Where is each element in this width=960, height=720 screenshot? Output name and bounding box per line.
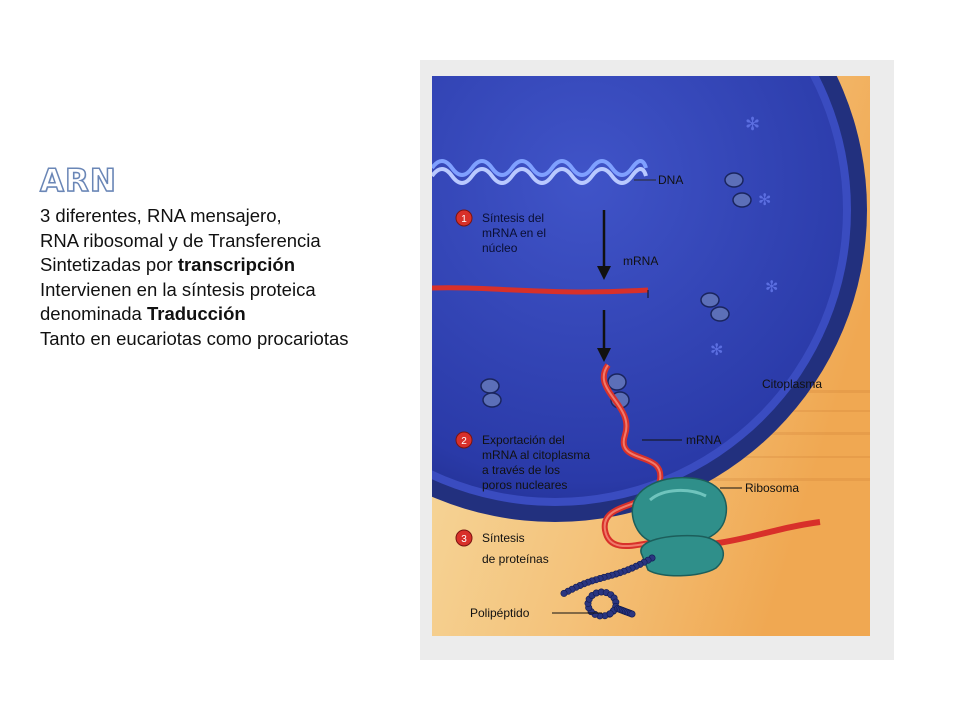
ribosome-label: Ribosoma [745, 481, 799, 495]
step-1: 1 Síntesis del mRNA en el núcleo [455, 209, 546, 255]
step-1-line-2: mRNA en el [482, 226, 546, 240]
step-1-line-1: Síntesis del [482, 211, 544, 225]
bullet-line-5-text: denominada [40, 303, 147, 324]
nucleus-decoration-4: ✻ [710, 342, 723, 359]
nucleus-decoration-3: ✻ [765, 279, 778, 296]
cytoplasm-label: Citoplasma [762, 377, 822, 391]
mrna-figure: ✻ ✻ ✻ ✻ DNA mRNA [420, 60, 894, 660]
bullet-line-5: denominada Traducción [40, 302, 349, 327]
bullet-line-5-bold: Traducción [146, 303, 246, 324]
amino-acid-bead [628, 610, 636, 618]
bullet-line-3: Sintetizadas por transcripción [40, 253, 349, 278]
bullet-line-6: Tanto en eucariotas como procariotas [40, 327, 349, 349]
transcription-arrow [597, 210, 611, 280]
mrna-highlight [602, 364, 671, 548]
dna-helix [432, 159, 648, 185]
nuclear-pore-2 [700, 292, 730, 322]
bullet-line-1: 3 diferentes, RNA mensajero, [40, 205, 282, 226]
export-arrow [597, 310, 611, 362]
nuclear-pore-3 [480, 378, 502, 408]
step-2-line-2: mRNA al citoplasma [482, 448, 590, 462]
mrna-cyto-label: mRNA [686, 433, 721, 447]
ribosome [631, 476, 728, 577]
step-3: 3 Síntesis de proteínas [455, 529, 549, 566]
polypeptide-chain [560, 554, 656, 620]
step-2-number: 2 [461, 436, 467, 447]
bullet-list: 3 diferentes, RNA mensajero, RNA ribosom… [40, 204, 349, 351]
step-1-line-3: núcleo [482, 241, 518, 255]
amino-acid-bead [560, 589, 568, 597]
step-1-badge [455, 209, 473, 227]
bullet-line-3-text: Sintetizadas por [40, 254, 178, 275]
amino-acid-bead [606, 610, 614, 618]
polypeptide-label: Polipéptido [470, 606, 530, 620]
bullet-line-4: Intervienen en la síntesis proteica [40, 278, 316, 300]
mrna-strand-nucleus [432, 285, 649, 295]
step-2-line-1: Exportación del [482, 433, 565, 447]
bullet-line-3-bold: transcripción [177, 254, 296, 275]
nucleus-decoration-2: ✻ [758, 192, 771, 209]
mrna-nucleus-label: mRNA [623, 254, 658, 268]
step-2-badge [455, 431, 473, 449]
nucleus-decoration-1: ✻ [745, 114, 760, 134]
step-2-line-3: a través de los [482, 463, 560, 477]
step-2: 2 Exportación del mRNA al citoplasma a t… [455, 431, 590, 492]
nuclear-pore-1 [724, 172, 752, 208]
step-3-line-1: Síntesis [482, 531, 525, 545]
step-3-badge [455, 529, 473, 547]
dna-label: DNA [658, 173, 683, 187]
step-3-number: 3 [461, 534, 467, 545]
slide-title: ARN [39, 162, 117, 200]
step-2-line-4: poros nucleares [482, 478, 567, 492]
step-1-number: 1 [461, 214, 467, 225]
step-3-line-2: de proteínas [482, 552, 549, 566]
mrna-diagram: ✻ ✻ ✻ ✻ DNA mRNA [420, 60, 894, 660]
bullet-line-2: RNA ribosomal y de Transferencia [40, 229, 321, 251]
